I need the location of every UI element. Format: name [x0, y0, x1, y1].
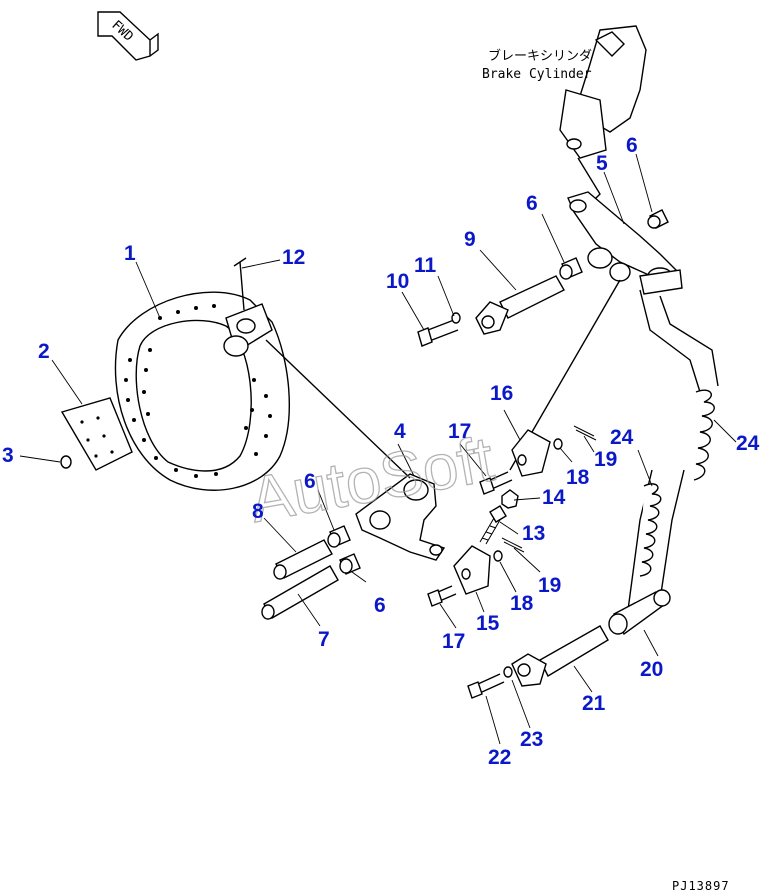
callout-6-top: 6 [626, 134, 638, 157]
callout-6-link-upper: 6 [304, 470, 316, 493]
callout-23: 23 [520, 728, 543, 751]
bolt-13 [479, 505, 507, 545]
callout-9: 9 [464, 228, 476, 251]
callout-21: 21 [582, 692, 606, 715]
split-pin-19-lower [501, 537, 525, 553]
callout-6-link-lower: 6 [374, 594, 386, 617]
callout-12: 12 [282, 246, 305, 269]
callout-10: 10 [386, 270, 409, 293]
callout-13: 13 [522, 522, 545, 545]
pin-9 [475, 275, 565, 335]
callout-7: 7 [318, 628, 330, 651]
washer-23 [503, 666, 513, 678]
bolt-17-lower [427, 585, 457, 607]
pin-21 [511, 625, 609, 687]
callout-19-lower: 19 [538, 574, 561, 597]
callout-24-left: 24 [610, 426, 634, 449]
brake-cylinder: ブレーキシリンダ Brake Cylinder [482, 25, 647, 205]
callout-22: 22 [488, 746, 511, 769]
bolt-10 [417, 319, 459, 347]
callout-18-upper: 18 [566, 466, 590, 489]
callout-4: 4 [394, 420, 406, 443]
bushing-6-mid [559, 257, 583, 280]
link-4 [265, 279, 621, 561]
callout-18-lower: 18 [510, 592, 534, 615]
callout-1: 1 [124, 242, 136, 265]
rods-and-springs-24 [627, 289, 719, 611]
washer-18-lower [493, 550, 503, 562]
callout-3: 3 [2, 444, 14, 467]
drawing-reference: PJ13897 [672, 879, 730, 893]
spring-24-right [693, 389, 715, 481]
callout-labels: 1 2 3 4 5 6 6 6 6 7 8 9 10 11 12 13 14 1… [2, 134, 760, 769]
lining-2 [60, 397, 133, 471]
nut-14 [501, 489, 519, 509]
pin-20 [608, 589, 671, 636]
split-pin-19-upper [573, 425, 597, 441]
brake-band-1 [114, 257, 290, 491]
callout-2: 2 [38, 340, 50, 363]
fwd-arrow-icon: FWD [97, 11, 159, 61]
brake-band-rivets [124, 304, 272, 478]
brake-cylinder-label-en: Brake Cylinder [482, 67, 592, 82]
pin-8 [273, 539, 333, 580]
callout-24-right: 24 [736, 432, 760, 455]
bushing-6-top [647, 209, 669, 229]
spring-24-left [639, 483, 662, 577]
rivet-3 [60, 455, 72, 469]
callout-11: 11 [414, 254, 437, 277]
block-16 [511, 429, 551, 477]
callout-6-pin: 6 [526, 192, 538, 215]
leader-lines [19, 153, 737, 745]
lever-5 [567, 191, 683, 295]
callout-14: 14 [542, 486, 566, 509]
callout-17-lower: 17 [442, 630, 465, 653]
callout-5: 5 [596, 152, 608, 175]
callout-20: 20 [640, 658, 663, 681]
block-15 [453, 545, 491, 595]
callout-16: 16 [490, 382, 513, 405]
callout-15: 15 [476, 612, 500, 635]
bushing-6-link-lower [339, 553, 361, 575]
bushing-6-link-upper [327, 525, 351, 548]
brake-cylinder-label-jp: ブレーキシリンダ [488, 48, 592, 64]
washer-18-upper [553, 438, 563, 450]
callout-8: 8 [252, 500, 264, 523]
callout-19-upper: 19 [594, 448, 617, 471]
callout-17-upper: 17 [448, 420, 471, 443]
bolt-22 [467, 673, 505, 699]
pin-7 [261, 565, 339, 620]
bolt-17-upper [479, 471, 513, 495]
